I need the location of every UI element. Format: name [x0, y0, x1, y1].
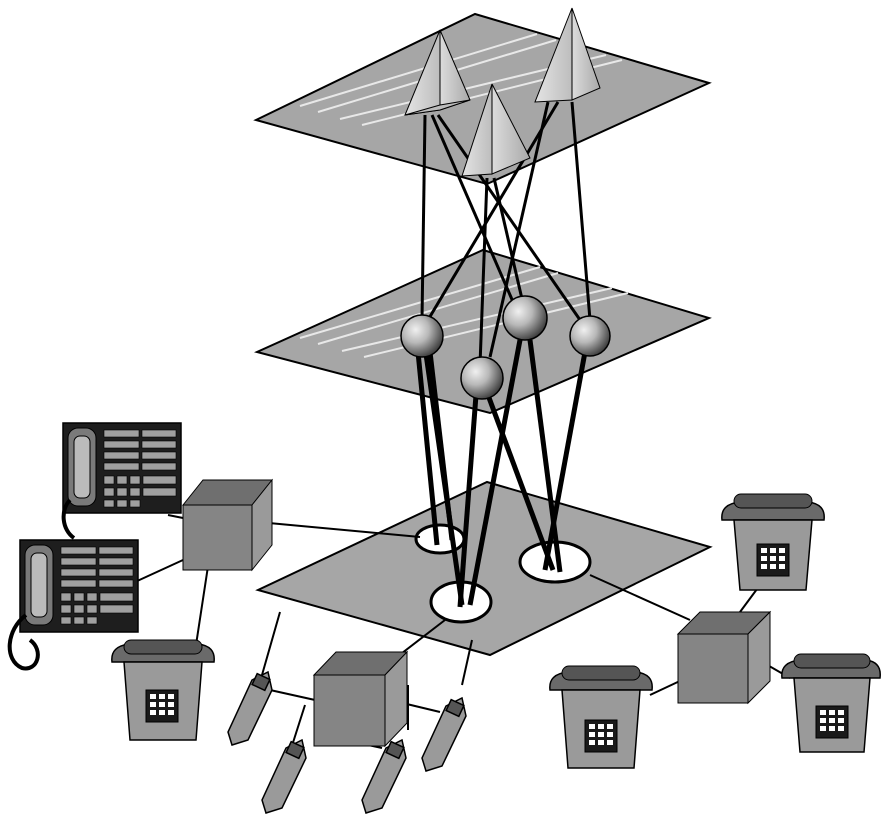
bottom-plane [255, 480, 713, 657]
desk-telephone-bottom-center [549, 665, 653, 769]
sphere-nodes [400, 295, 611, 400]
switch-box-center [312, 650, 409, 748]
desk-telephone-bottom-right [781, 653, 881, 753]
sphere-node-4 [460, 356, 504, 400]
desk-telephone-left [111, 639, 215, 741]
prism-node-1 [404, 29, 471, 116]
mobile-handset-1 [227, 670, 273, 746]
mobile-handset-4 [421, 696, 467, 772]
bottom-plane-surface [255, 480, 713, 657]
sphere-node-3 [569, 315, 611, 357]
sphere-node-1 [400, 314, 444, 358]
key-telephone-2 [7, 539, 139, 671]
switch-box-left [181, 478, 274, 572]
mobile-handset-2 [261, 738, 307, 814]
prism-node-3 [461, 83, 531, 177]
middle-bottom-links [415, 339, 588, 608]
switch-box-right [676, 610, 772, 705]
sphere-node-2 [502, 295, 548, 341]
port-left [414, 523, 466, 555]
key-telephone-1 [61, 422, 182, 540]
top-middle-links [420, 101, 592, 366]
prism-node-2 [534, 7, 601, 103]
desk-telephone-top-right [721, 493, 825, 591]
mobile-handset-3 [361, 738, 407, 814]
